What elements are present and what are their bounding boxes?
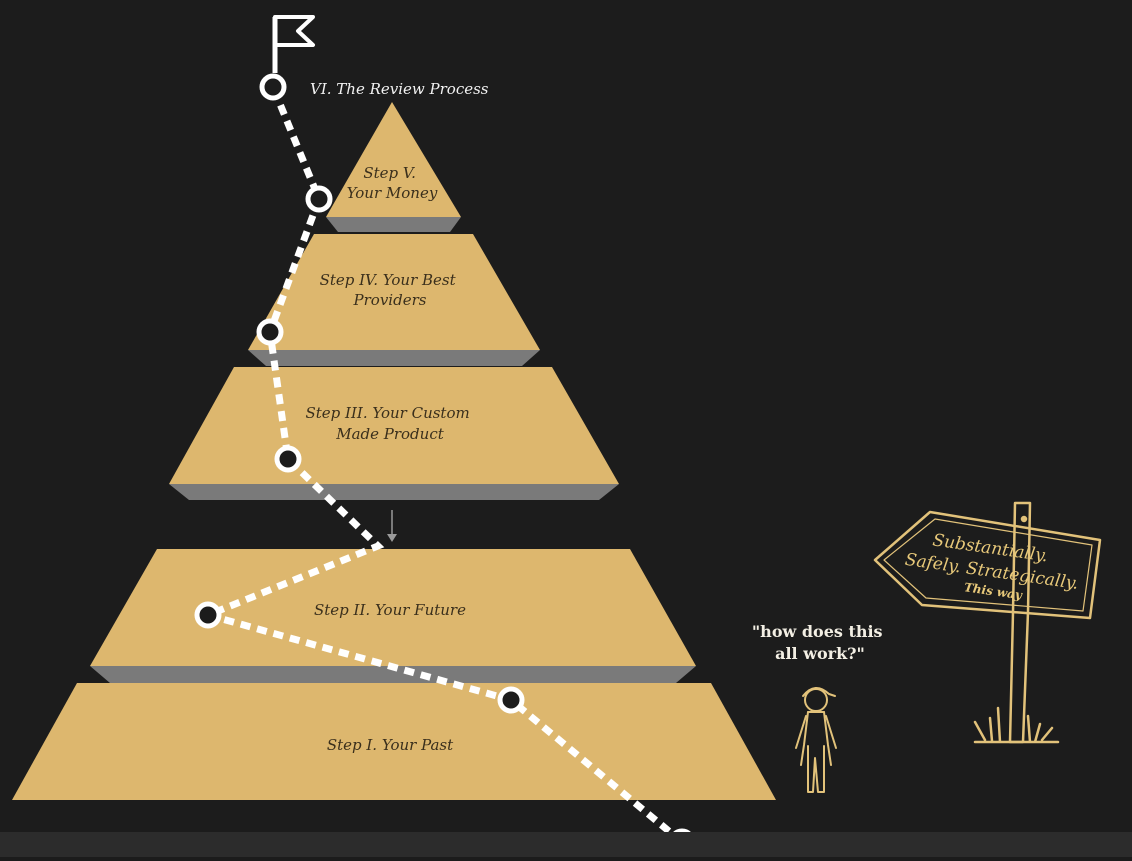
tier-step-ii: Step II. Your Future: [90, 549, 696, 683]
tier-step-v-label: Step V. Your Money: [347, 164, 438, 202]
character-speech: "how does this all work?": [752, 622, 888, 663]
tier-step-i: Step I. Your Past: [12, 683, 776, 800]
down-arrow-icon: [387, 510, 397, 542]
path-node-step-v: [305, 185, 333, 213]
tier-step-ii-label: Step II. Your Future: [314, 601, 466, 619]
tier-step-iii-label: Step III. Your Custom Made Product: [306, 404, 475, 443]
path-node-step-iii: [274, 445, 302, 473]
signpost-icon: [873, 501, 1102, 744]
path-route: [197, 85, 685, 845]
bottom-bar: [0, 832, 1132, 857]
path-node-step-ii: [194, 601, 222, 629]
tier-step-iii: Step III. Your Custom Made Product: [169, 367, 619, 500]
path-node-summit: [259, 73, 287, 101]
summit-label: VI. The Review Process: [310, 80, 489, 98]
pyramid: Step V. Your Money Step IV. Your Best Pr…: [12, 102, 776, 800]
tier-step-iv: Step IV. Your Best Providers: [248, 234, 540, 366]
path-node-step-i: [497, 686, 525, 714]
tier-step-i-label: Step I. Your Past: [327, 736, 454, 754]
person-icon: [795, 687, 837, 793]
tier-step-iv-label: Step IV. Your Best Providers: [320, 271, 461, 309]
flag-icon: [272, 15, 315, 73]
tier-step-v: Step V. Your Money: [326, 102, 461, 232]
path-node-step-iv: [256, 318, 284, 346]
